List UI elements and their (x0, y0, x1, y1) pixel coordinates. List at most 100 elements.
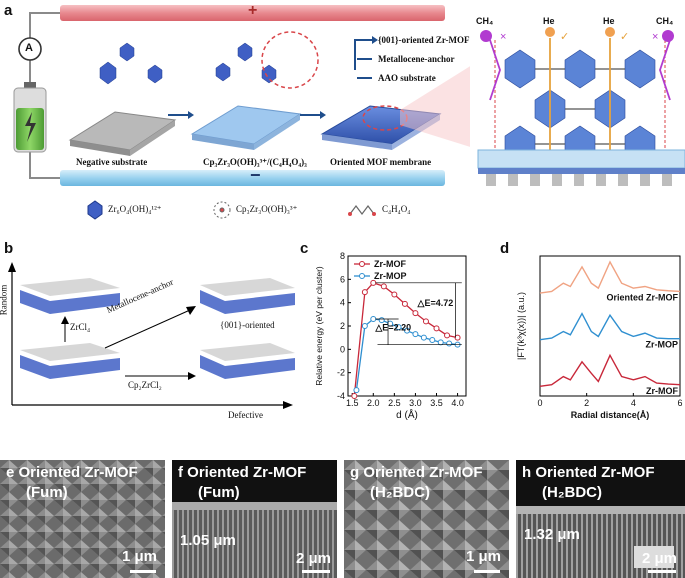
sem-tile-f: f Oriented Zr-MOF (Fum) 1.05 μm 2 μm (172, 460, 337, 578)
zoom-projection (400, 60, 480, 150)
x-tick-label: 1.5 (346, 398, 359, 408)
panel-a-label: a (4, 2, 13, 19)
cp2zrcl2-label: Cp₂ZrCl₂ (128, 380, 162, 390)
methane-molecule-icon (480, 30, 492, 42)
sem-e-title: Oriented Zr-MOF (18, 464, 138, 481)
lightning-icon (25, 112, 36, 142)
sem-f-label: f (178, 464, 183, 481)
series-label: Oriented Zr-MOF (607, 293, 679, 303)
gas-label-he-right: He (603, 16, 615, 26)
y-tick-label: 8 (340, 251, 345, 261)
film-defective-left (20, 343, 120, 379)
data-point (454, 334, 461, 341)
y-tick-label: -2 (337, 368, 345, 378)
sem-texture (516, 506, 685, 578)
panel-b-diagram (8, 262, 295, 409)
sem-texture (172, 502, 337, 578)
film-random (20, 278, 120, 314)
legend-marker (359, 261, 365, 267)
data-point (412, 331, 419, 338)
framework-structure: × × ✓ ✓ (477, 27, 685, 186)
data-point (391, 291, 398, 298)
sem-e-label: e (6, 464, 15, 481)
data-point (353, 387, 360, 394)
sem-f-thickness: 1.05 μm (180, 532, 236, 549)
layer-legend-3: AAO substrate (378, 73, 436, 83)
cathode-sign: − (250, 165, 261, 185)
oriented-label: {001}-oriented (220, 320, 275, 330)
methane-molecule-icon (662, 30, 674, 42)
annotation-delta-mop: △E=2.20 (374, 323, 411, 333)
gas-label-he-left: He (543, 16, 555, 26)
x-tick-label: 3.0 (409, 398, 422, 408)
zr6-cluster-icon (87, 200, 103, 220)
data-point (412, 310, 419, 317)
y-tick-label: 2 (340, 321, 345, 331)
sem-tile-h: h Oriented Zr-MOF (H₂BDC) 1.32 μm 2 μm (516, 460, 685, 578)
y-axis-label: |FT(k³χ(x))| (a.u.) (516, 292, 526, 360)
gas-label-ch4-right: CH₄ (656, 16, 674, 26)
legend-label: Zr-MOP (374, 271, 407, 281)
sem-texture (0, 460, 165, 578)
sem-g-title: Oriented Zr-MOF (363, 464, 483, 481)
data-point (361, 289, 368, 296)
annotation-delta-mof: △E=4.72 (417, 298, 454, 308)
data-point (370, 316, 377, 322)
ammeter-label: A (25, 42, 33, 54)
data-point (420, 334, 427, 341)
layer-legend-1: {001}-oriented Zr-MOF (378, 35, 470, 45)
zr-cluster-icons (99, 42, 277, 85)
data-point (380, 283, 387, 290)
exafs-line (539, 260, 681, 294)
helium-atom-icon (605, 27, 615, 37)
x-tick-label: 6 (677, 398, 682, 408)
sem-f-scale: 2 μm (296, 550, 332, 567)
sem-f-title: Oriented Zr-MOF (187, 464, 307, 481)
x-tick-label: 4 (631, 398, 636, 408)
data-point (437, 339, 444, 346)
x-tick-label: 0 (537, 398, 542, 408)
legend-zr6: Zr₆O₄(OH)₄¹²⁺ (108, 204, 162, 214)
data-point (404, 327, 410, 334)
series-label: Zr-MOF (646, 386, 678, 396)
y-axis-label: Relative energy (eV per cluster) (314, 266, 324, 386)
legend-cp3zr3: Cp₃Zr₃O(OH)₃³⁺ (236, 204, 298, 214)
layer-legend-2: Metallocene-anchor (378, 54, 455, 64)
block-mark: × (652, 31, 658, 43)
data-point (444, 332, 451, 339)
exafs-line (539, 312, 680, 341)
circuit-wire (29, 12, 60, 179)
y-tick-label: 0 (340, 344, 345, 354)
pass-mark: ✓ (560, 31, 569, 43)
zrcl4-label: ZrCl₄ (70, 322, 91, 332)
sem-h-scale: 2 μm (642, 550, 678, 567)
series-label: Zr-MOP (646, 339, 679, 349)
sem-h-thickness: 1.32 μm (524, 526, 580, 543)
film-oriented (200, 278, 295, 314)
y-tick-label: 6 (340, 274, 345, 284)
negative-substrate (68, 111, 177, 156)
sem-h-title: Oriented Zr-MOF (535, 464, 655, 481)
fumarate-icon (348, 205, 376, 216)
sem-g-label: g (350, 464, 360, 481)
sem-g-sub: (H₂BDC) (370, 484, 430, 501)
stage-label-3: Oriented MOF membrane (330, 157, 432, 167)
exafs-line (539, 353, 681, 388)
data-point (387, 320, 394, 327)
sem-e-sub: (Fum) (26, 484, 68, 501)
zoom-circle (261, 31, 319, 89)
panel-d-label: d (500, 240, 510, 257)
sem-f-sub: (Fum) (198, 484, 240, 501)
legend-c4h4o4: C₄H₄O₄ (382, 204, 411, 214)
sem-texture (344, 460, 509, 578)
y-tick-label: -4 (337, 391, 345, 401)
data-point (446, 340, 453, 347)
legend-arrow (354, 39, 372, 70)
sem-h-scalebar (648, 570, 676, 573)
x-tick-label: 2 (584, 398, 589, 408)
axis-defective: Defective (228, 410, 263, 420)
panel-b-label: b (4, 240, 14, 257)
data-point (429, 337, 436, 343)
